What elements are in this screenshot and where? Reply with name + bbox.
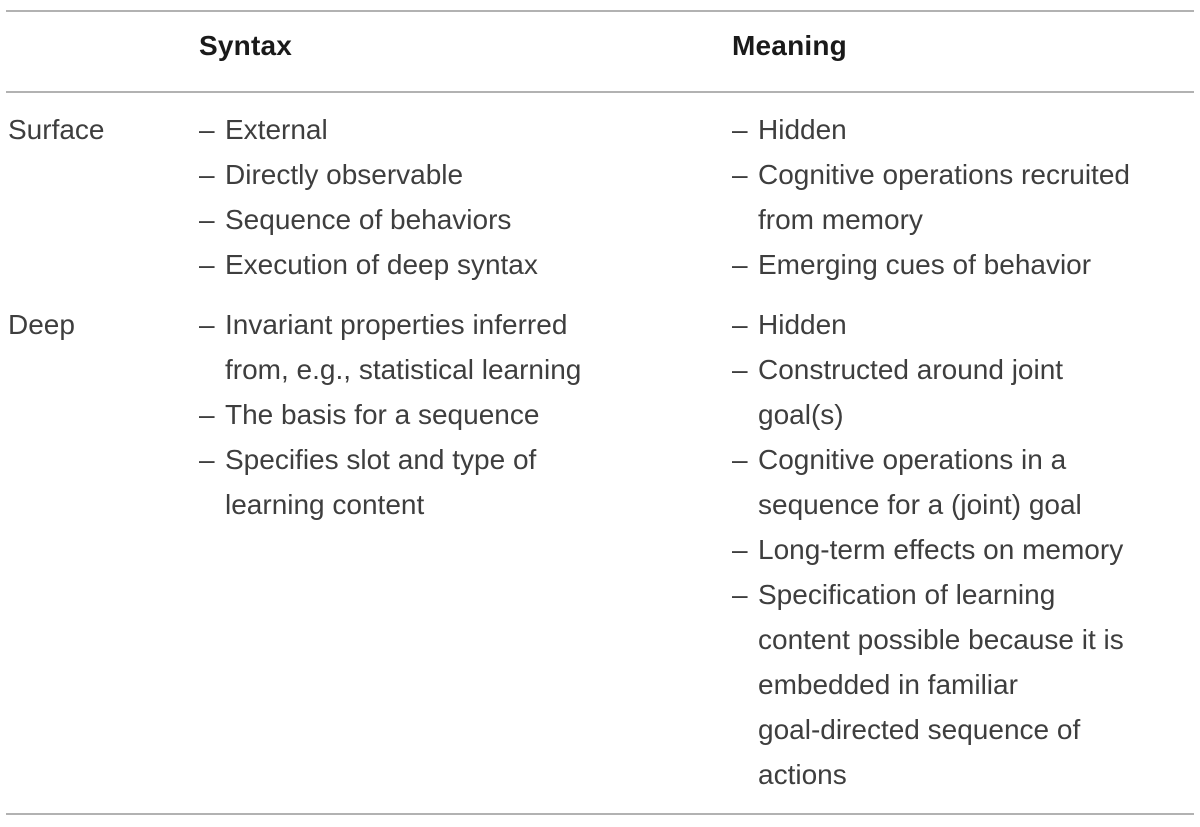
bullet-item: –Cognitive operations in a sequence for a… <box>732 437 1200 527</box>
bullet-dash: – <box>732 159 748 190</box>
bullet-line: Execution of deep syntax <box>225 249 538 280</box>
bullet-item: –The basis for a sequence <box>199 392 732 437</box>
bullet-dash: – <box>199 249 215 280</box>
bullet-line: embedded in familiar <box>758 669 1018 700</box>
bullet-dash: – <box>732 249 748 280</box>
bullet-dash: – <box>732 444 748 475</box>
bullet-dash: – <box>199 444 215 475</box>
bullet-item: –Sequence of behaviors <box>199 197 732 242</box>
bullet-line: Long-term effects on memory <box>758 534 1124 565</box>
bullet-item: –Long-term effects on memory <box>732 527 1200 572</box>
bullet-line: goal-directed sequence of <box>758 714 1081 745</box>
bullet-item: –Specifies slot and type of learning cont… <box>199 437 732 527</box>
bullet-line: The basis for a sequence <box>225 399 540 430</box>
bullet-dash: – <box>732 579 748 610</box>
bullet-line: Cognitive operations recruited <box>758 159 1130 190</box>
bullet-item: –Hidden <box>732 107 1200 152</box>
bullet-item: –Directly observable <box>199 152 732 197</box>
bullet-line: Emerging cues of behavior <box>758 249 1092 280</box>
column-header-meaning: Meaning <box>732 30 847 61</box>
table-header-row: Syntax Meaning <box>0 12 1200 91</box>
bullet-item: –Specification of learning content possib… <box>732 572 1200 797</box>
bullet-line: learning content <box>225 489 425 520</box>
table-row: Surface–External–Directly observable–Seq… <box>0 107 1200 287</box>
bullet-dash: – <box>732 114 748 145</box>
bullet-dash: – <box>732 534 748 565</box>
bullet-dash: – <box>199 399 215 430</box>
table-bottom-rule <box>6 813 1194 815</box>
bullet-line: Specifies slot and type of <box>225 444 537 475</box>
bullet-line: from, e.g., statistical learning <box>225 354 582 385</box>
bullet-line: goal(s) <box>758 399 844 430</box>
bullet-item: –Cognitive operations recruited from memo… <box>732 152 1200 242</box>
bullet-line: content possible because it is <box>758 624 1124 655</box>
row-label: Surface <box>8 114 105 145</box>
bullet-line: from memory <box>758 204 923 235</box>
table-top-rule <box>6 10 1194 12</box>
table-header-rule <box>6 91 1194 93</box>
bullet-line: Invariant properties inferred <box>225 309 568 340</box>
column-header-syntax: Syntax <box>199 30 293 61</box>
bullet-dash: – <box>199 114 215 145</box>
bullet-item: –Emerging cues of behavior <box>732 242 1200 287</box>
bullet-dash: – <box>732 309 748 340</box>
bullet-dash: – <box>199 159 215 190</box>
bullet-line: Directly observable <box>225 159 464 190</box>
bullet-dash: – <box>732 354 748 385</box>
row-label: Deep <box>8 309 75 340</box>
header-spacer-cell <box>0 23 199 91</box>
table-cell: –External–Directly observable–Sequence o… <box>199 107 732 287</box>
bullet-item: –Execution of deep syntax <box>199 242 732 287</box>
bullet-line: Constructed around joint <box>758 354 1064 385</box>
bullet-line: Hidden <box>758 309 847 340</box>
bullet-line: Hidden <box>758 114 847 145</box>
bullet-item: –External <box>199 107 732 152</box>
table-body: Surface–External–Directly observable–Seq… <box>0 107 1200 797</box>
bullet-line: Specification of learning <box>758 579 1056 610</box>
bullet-item: –Constructed around joint goal(s) <box>732 347 1200 437</box>
bullet-item: –Hidden <box>732 302 1200 347</box>
bullet-line: actions <box>758 759 847 790</box>
bullet-line: Sequence of behaviors <box>225 204 512 235</box>
bullet-item: –Invariant properties inferred from, e.g.… <box>199 302 732 392</box>
bullet-dash: – <box>199 204 215 235</box>
bullet-line: sequence for a (joint) goal <box>758 489 1082 520</box>
bullet-dash: – <box>199 309 215 340</box>
bullet-line: External <box>225 114 328 145</box>
bullet-line: Cognitive operations in a <box>758 444 1067 475</box>
